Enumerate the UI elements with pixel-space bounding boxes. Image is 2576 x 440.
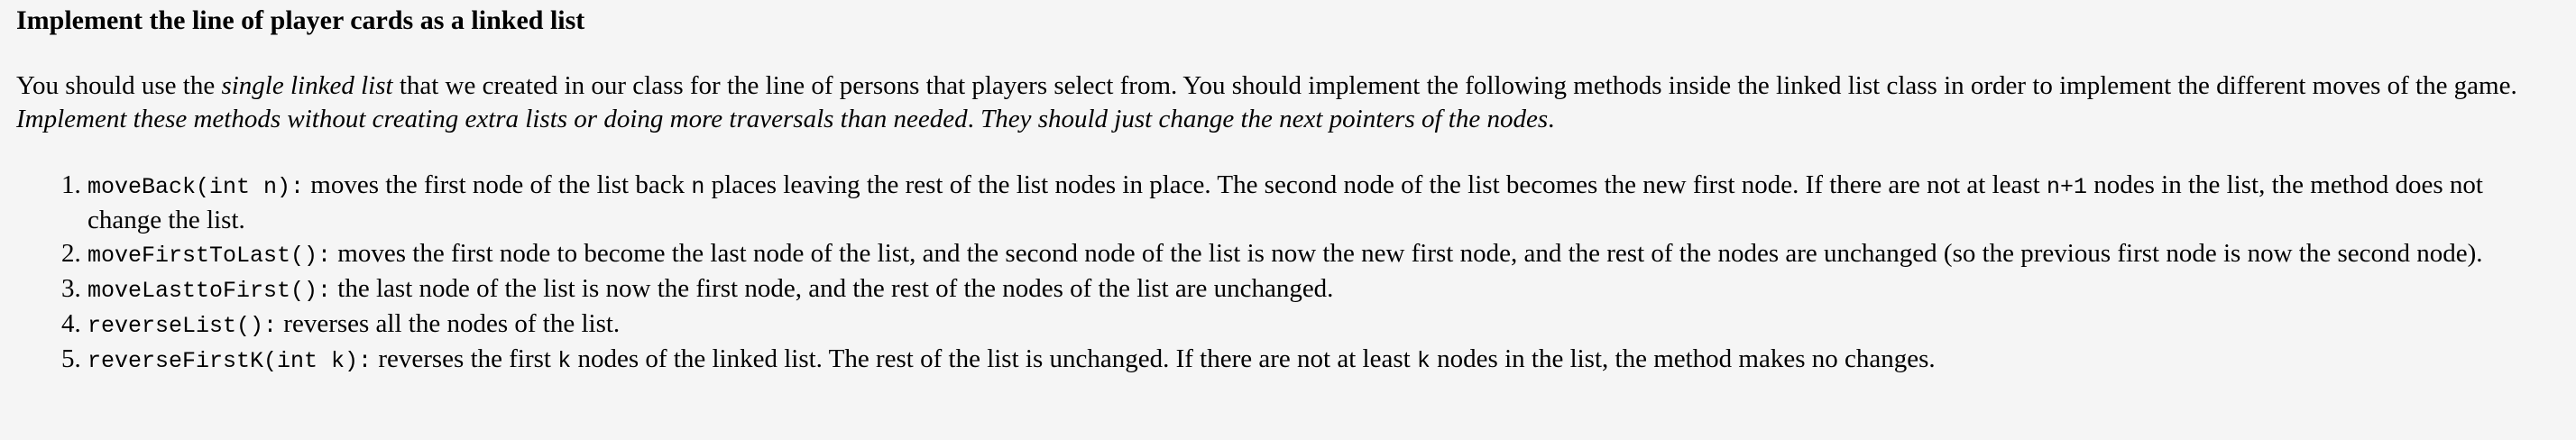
method-description: nodes in the list, the method does not c… [87, 170, 2483, 234]
method-description: places leaving the rest of the list node… [704, 170, 2047, 199]
inline-code: k [557, 348, 572, 374]
intro-emphasis-pointers-note: They should just change the next pointer… [980, 105, 1549, 133]
intro-paragraph: You should use the single linked list th… [16, 69, 2560, 136]
method-description: nodes of the linked list. The rest of th… [571, 344, 1417, 373]
method-signature: reverseFirstK(int k): [87, 348, 373, 374]
method-item-move-first-to-last: moveFirstToLast(): moves the first node … [87, 237, 2560, 272]
method-signature: moveBack(int n): [87, 174, 305, 200]
method-item-reverse-list: reverseList(): reverses all the nodes of… [87, 307, 2560, 343]
method-item-move-last-to-first: moveLasttoFirst(): the last node of the … [87, 272, 2560, 307]
method-signature: moveFirstToLast(): [87, 243, 332, 269]
inline-code: n+1 [2046, 174, 2087, 200]
intro-emphasis-single-linked-list: single linked list [221, 71, 393, 100]
method-description: moves the first node of the list back [304, 170, 692, 199]
document-page: Implement the line of player cards as a … [0, 0, 2576, 378]
methods-list: moveBack(int n): moves the first node of… [16, 169, 2560, 378]
method-item-reverse-first-k: reverseFirstK(int k): reverses the first… [87, 343, 2560, 378]
method-signature: moveLasttoFirst(): [87, 278, 332, 304]
method-description: moves the first node to become the last … [331, 239, 2483, 268]
page-heading: Implement the line of player cards as a … [16, 5, 585, 35]
method-item-move-back: moveBack(int n): moves the first node of… [87, 169, 2560, 237]
method-signature: reverseList(): [87, 313, 278, 339]
intro-text-1: You should use the [16, 71, 222, 100]
intro-text-4: . [1548, 105, 1555, 133]
inline-code: n [691, 174, 705, 200]
method-description: reverses all the nodes of the list. [277, 309, 621, 338]
method-description: reverses the first [372, 344, 558, 373]
method-description: the last node of the list is now the fir… [331, 274, 1334, 303]
intro-emphasis-implementation-note: Implement these methods without creating… [16, 105, 968, 133]
method-description: nodes in the list, the method makes no c… [1430, 344, 1936, 373]
inline-code: k [1416, 348, 1431, 374]
intro-text-2: that we created in our class for the lin… [392, 71, 2517, 100]
intro-text-3: . [967, 105, 981, 133]
